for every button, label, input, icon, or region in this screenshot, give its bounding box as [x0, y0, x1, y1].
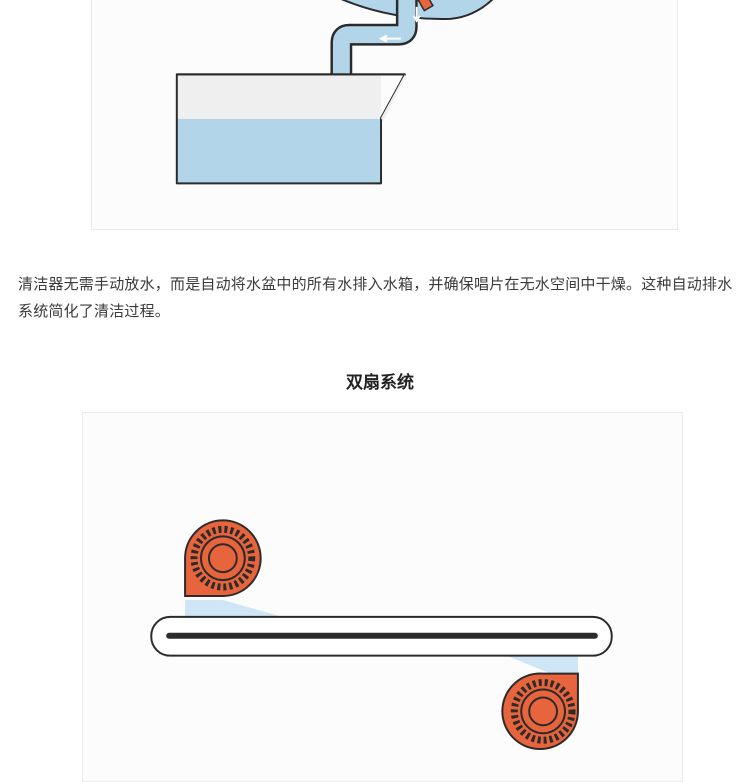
drain-pipe-icon [332, 0, 416, 118]
flow-arrow-down-icon [412, 6, 421, 23]
fan-top-left-icon [184, 519, 262, 597]
valve-icon [417, 0, 434, 12]
dual-fan-illustration-panel [82, 412, 683, 782]
record-slot-icon [150, 615, 613, 657]
fan-bottom-right-icon [501, 672, 579, 751]
water-tank-icon [175, 73, 406, 185]
airflow-top-icon [185, 599, 283, 617]
basin-bowl-icon [341, 0, 494, 20]
airflow-bottom-icon [506, 655, 578, 674]
description-paragraph: 清洁器无需手动放水，而是自动将水盆中的所有水排入水箱，并确保唱片在无水空间中干燥… [18, 275, 733, 320]
flow-arrow-icon [378, 34, 401, 43]
drain-illustration-panel [91, 0, 678, 230]
dual-fan-diagram [150, 519, 613, 751]
section-title: 双扇系统 [346, 373, 414, 393]
drain-diagram [175, 0, 494, 185]
